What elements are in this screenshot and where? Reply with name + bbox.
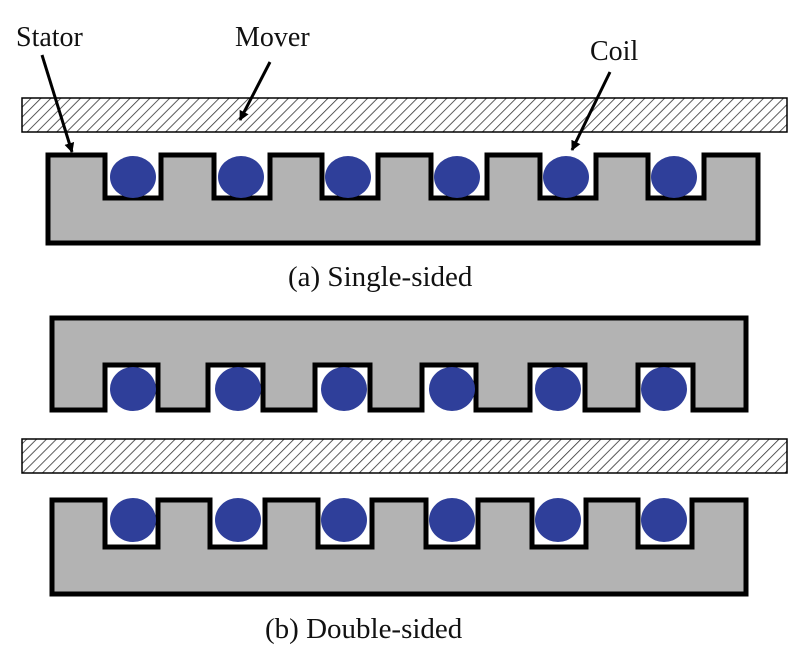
coil-single-3 [325, 156, 371, 198]
single-sided-assembly [21, 97, 788, 246]
mover-pointer-arrow [238, 61, 272, 121]
stator-double-top [49, 315, 749, 413]
caption-double-sided: (b) Double-sided [265, 613, 463, 645]
caption-single-sided: (a) Single-sided [288, 261, 473, 293]
coil-group-double-bottom [110, 498, 687, 542]
coil-single-6 [651, 156, 697, 198]
coil-bottom-4 [429, 498, 475, 542]
coil-pointer-arrow [570, 71, 612, 151]
stator-pointer-arrow [40, 54, 75, 153]
double-sided-assembly [21, 315, 788, 597]
coil-bottom-2 [215, 498, 261, 542]
mover-bar-double [21, 438, 788, 474]
mover-label: Mover [235, 22, 310, 53]
stator-double-bottom [49, 497, 749, 597]
mover-bar-single [21, 97, 788, 133]
coil-group-single [110, 156, 697, 198]
stator-single [45, 152, 761, 246]
coil-bottom-1 [110, 498, 156, 542]
coil-top-4 [429, 367, 475, 411]
coil-top-1 [110, 367, 156, 411]
coil-single-5 [543, 156, 589, 198]
coil-bottom-3 [321, 498, 367, 542]
coil-top-2 [215, 367, 261, 411]
coil-bottom-6 [641, 498, 687, 542]
coil-single-1 [110, 156, 156, 198]
coil-top-3 [321, 367, 367, 411]
coil-top-6 [641, 367, 687, 411]
coil-single-4 [434, 156, 480, 198]
coil-label: Coil [590, 36, 638, 67]
coil-single-2 [218, 156, 264, 198]
coil-top-5 [535, 367, 581, 411]
coil-group-double-top [110, 367, 687, 411]
coil-bottom-5 [535, 498, 581, 542]
stator-label: Stator [16, 22, 84, 53]
